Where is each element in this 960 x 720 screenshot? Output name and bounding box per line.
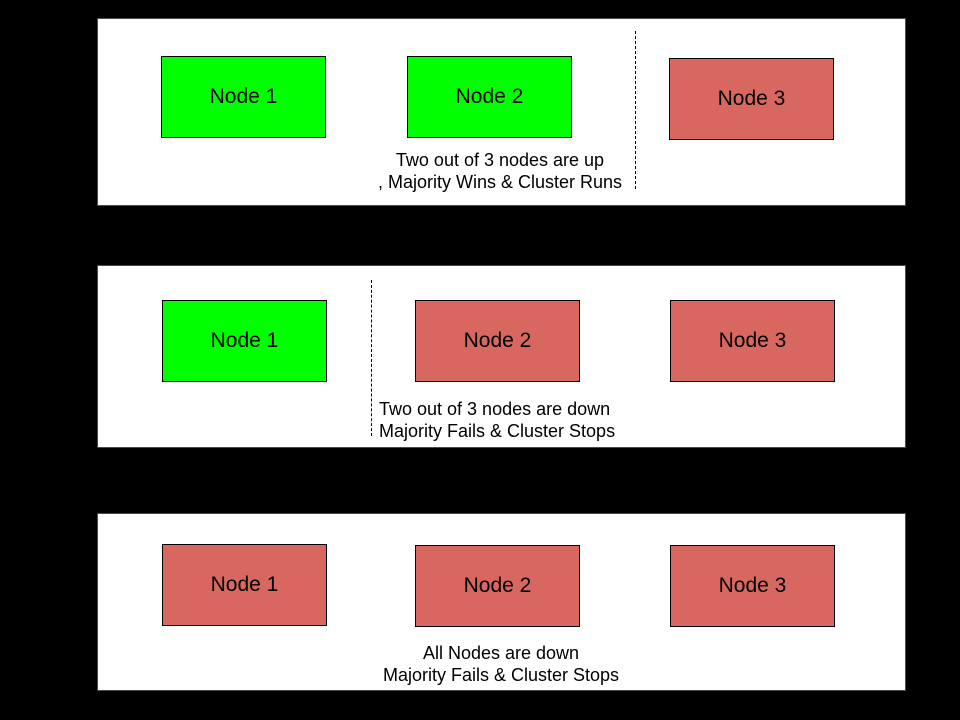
- node-label: Node 3: [718, 329, 787, 352]
- partition-divider-line: [371, 280, 372, 436]
- caption-line-1: Two out of 3 nodes are down: [379, 399, 611, 419]
- scenario-caption: Two out of 3 nodes are up , Majority Win…: [350, 149, 650, 193]
- node-box-1: Node 1: [162, 544, 327, 626]
- node-box-3: Node 3: [670, 300, 835, 382]
- node-label: Node 2: [455, 85, 524, 108]
- node-label: Node 2: [463, 574, 532, 597]
- scenario-caption: Two out of 3 nodes are down Majority Fai…: [379, 398, 615, 442]
- node-box-3: Node 3: [669, 58, 834, 140]
- node-label: Node 3: [717, 87, 786, 110]
- partition-divider-line: [635, 31, 636, 189]
- node-label: Node 1: [210, 573, 279, 596]
- node-box-1: Node 1: [161, 56, 326, 138]
- caption-line-1: Two out of 3 nodes are up: [395, 150, 605, 170]
- caption-line-2: Majority Fails & Cluster Stops: [379, 421, 616, 441]
- caption-line-2: Majority Fails & Cluster Stops: [382, 665, 620, 685]
- scenario-panel-all-down: Node 1 Node 2 Node 3 All Nodes are down …: [97, 513, 906, 691]
- scenario-panel-majority-up: Node 1 Node 2 Node 3 Two out of 3 nodes …: [97, 18, 906, 206]
- node-box-2: Node 2: [407, 56, 572, 138]
- caption-line-2: , Majority Wins & Cluster Runs: [377, 172, 623, 192]
- node-box-3: Node 3: [670, 545, 835, 627]
- node-label: Node 3: [718, 574, 787, 597]
- node-box-2: Node 2: [415, 300, 580, 382]
- node-label: Node 1: [210, 329, 279, 352]
- scenario-panel-majority-down: Node 1 Node 2 Node 3 Two out of 3 nodes …: [97, 265, 906, 448]
- node-box-1: Node 1: [162, 300, 327, 382]
- node-label: Node 1: [209, 85, 278, 108]
- scenario-caption: All Nodes are down Majority Fails & Clus…: [351, 642, 651, 686]
- node-label: Node 2: [463, 329, 532, 352]
- caption-line-1: All Nodes are down: [422, 643, 580, 663]
- node-box-2: Node 2: [415, 545, 580, 627]
